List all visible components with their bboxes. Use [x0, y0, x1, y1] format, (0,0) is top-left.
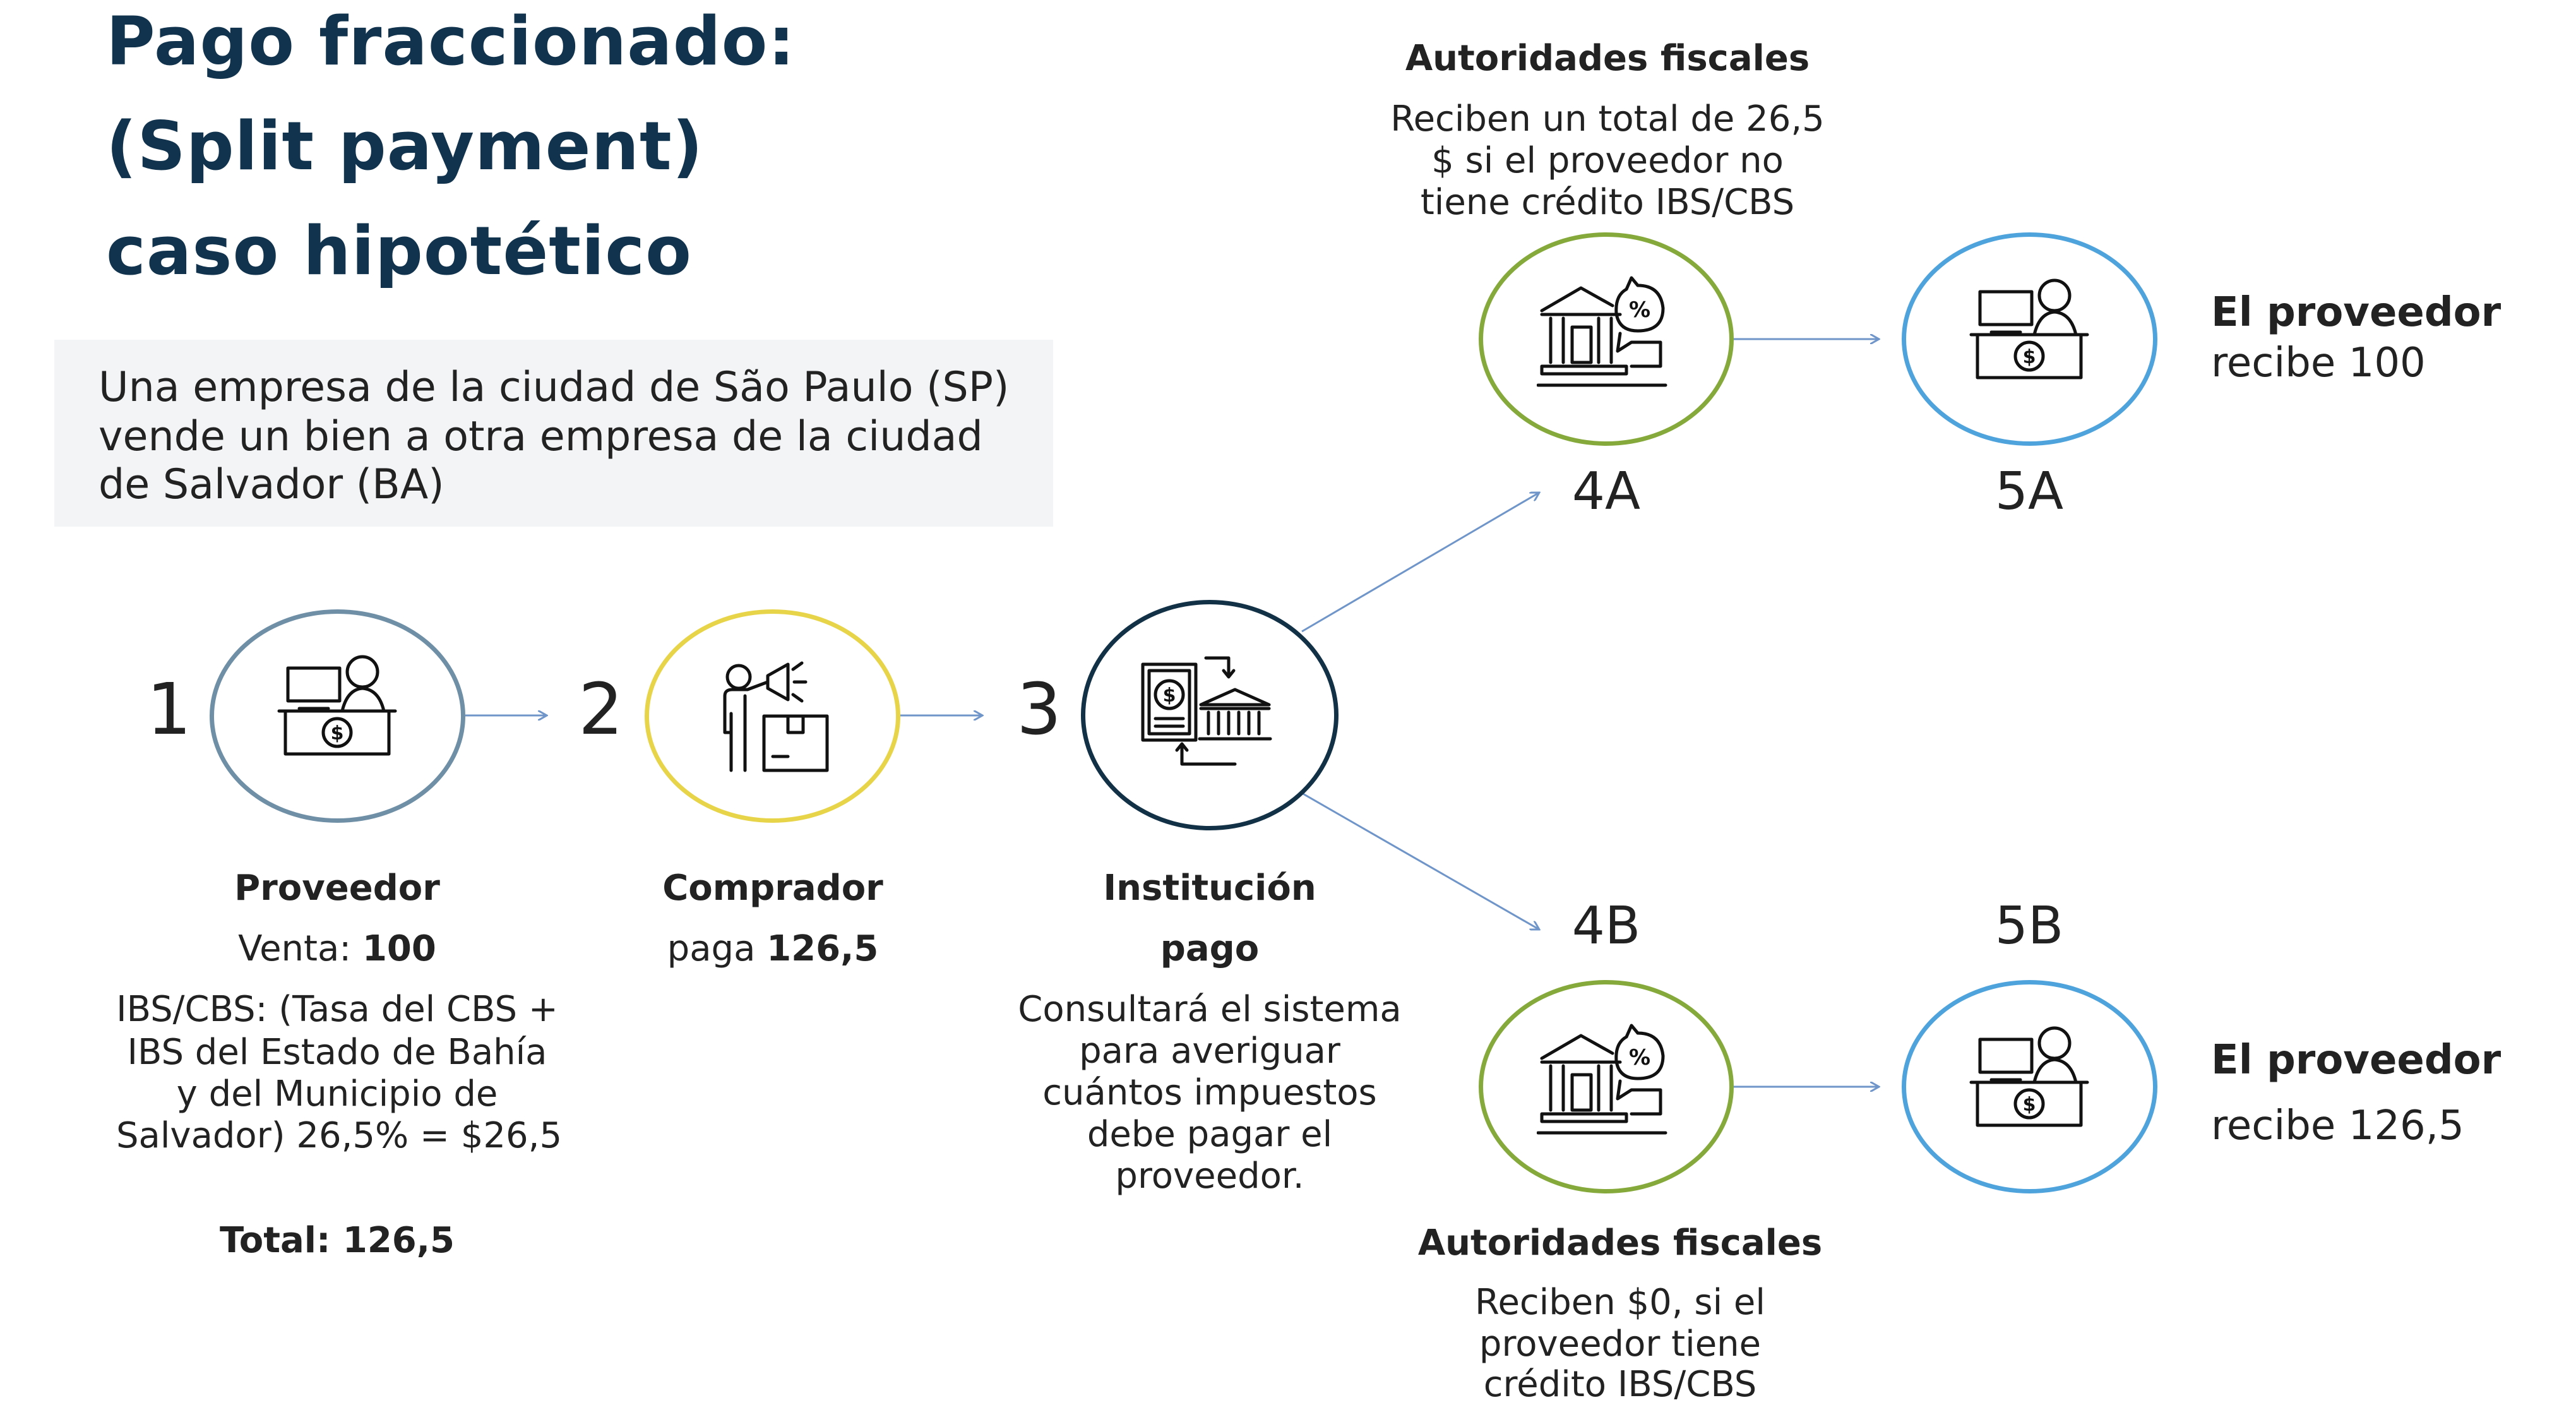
step-3-detail-3: cuántos impuestos — [1042, 1072, 1377, 1113]
step-3-detail-4: debe pagar el — [1087, 1114, 1333, 1155]
context-line-2: vende un bien a otra empresa de la ciuda… — [98, 413, 983, 460]
context-line-1: Una empresa de la ciudad de São Paulo (S… — [98, 364, 1010, 411]
step-4b-circle — [1479, 980, 1734, 1193]
step-1-detail-1: IBS/CBS: (Tasa del CBS + — [116, 989, 558, 1030]
step-4b-detail-2: proveedor tiene — [1479, 1324, 1762, 1365]
step-4b-tag: 4B — [1571, 896, 1641, 956]
svg-text:$: $ — [2023, 346, 2036, 368]
step-5b-line-1: El proveedor — [2211, 1037, 2501, 1084]
step-4b-detail-1: Reciben $0, si el — [1475, 1282, 1765, 1323]
svg-text:$: $ — [1163, 685, 1176, 707]
step-4a-detail-3: tiene crédito IBS/CBS — [1420, 182, 1795, 223]
step-2-pay-value: 126,5 — [766, 928, 879, 969]
step-3-label-1: Institución — [1103, 868, 1316, 909]
svg-text:$: $ — [331, 722, 344, 744]
cashier-icon: $ — [1969, 278, 2089, 380]
step-4a-heading: Autoridades fiscales — [1405, 38, 1810, 79]
arrow-3-to-4b — [1301, 792, 1539, 930]
step-5a-line-1: El proveedor — [2211, 289, 2501, 336]
step-1-number: 1 — [146, 669, 192, 751]
step-2-label: Comprador — [662, 868, 883, 909]
step-3-detail-5: proveedor. — [1115, 1156, 1304, 1197]
step-2-pay: paga 126,5 — [647, 928, 899, 969]
tax-authority-icon: % — [1537, 276, 1667, 387]
svg-text:$: $ — [2023, 1094, 2036, 1116]
step-1-sale-prefix: Venta: — [238, 928, 362, 969]
step-1-sale-value: 100 — [362, 928, 436, 969]
cashier-icon: $ — [277, 655, 397, 756]
step-3-detail-2: para averiguar — [1079, 1031, 1340, 1072]
cashier-icon: $ — [1969, 1026, 2089, 1127]
step-2-number: 2 — [578, 669, 624, 751]
step-3-detail-1: Consultará el sistema — [1018, 989, 1402, 1030]
step-4a-detail-1: Reciben un total de 26,5 — [1390, 99, 1825, 140]
step-4b-detail-3: crédito IBS/CBS — [1483, 1364, 1757, 1405]
title-line-3: caso hipotético — [106, 212, 692, 290]
step-1-circle — [210, 609, 465, 823]
svg-text:%: % — [1629, 297, 1650, 323]
step-3-number: 3 — [1017, 669, 1062, 751]
title-line-2: (Split payment) — [106, 107, 704, 185]
step-5a-line-2: recibe 100 — [2211, 340, 2426, 386]
arrow-3-to-4a — [1301, 493, 1539, 633]
step-3-label-2: pago — [1160, 928, 1260, 969]
step-5a-tag: 5A — [1995, 462, 2064, 522]
step-1-detail-2: IBS del Estado de Bahía — [127, 1032, 547, 1073]
buyer-megaphone-icon — [723, 661, 829, 772]
step-4a-circle — [1479, 232, 1734, 446]
step-5b-line-2: recibe 126,5 — [2211, 1103, 2464, 1149]
tax-authority-icon: % — [1537, 1024, 1667, 1135]
step-1-detail-4: Salvador) 26,5% = $26,5 — [116, 1115, 563, 1156]
step-4a-detail-2: $ si el proveedor no — [1431, 140, 1784, 181]
step-4b-heading: Autoridades fiscales — [1417, 1223, 1823, 1264]
step-1-detail-3: y del Municipio de — [176, 1073, 498, 1115]
step-5b-tag: 5B — [1995, 896, 2064, 956]
step-4a-tag: 4A — [1571, 462, 1641, 522]
context-line-3: de Salvador (BA) — [98, 461, 444, 508]
svg-text:%: % — [1629, 1045, 1650, 1070]
step-2-circle — [645, 609, 900, 823]
step-1-label: Proveedor — [234, 868, 440, 909]
step-1-sale: Venta: 100 — [211, 928, 463, 969]
payment-institution-icon: $ — [1141, 656, 1272, 766]
title-line-1: Pago fraccionado: — [106, 3, 796, 80]
context-box — [54, 340, 1053, 527]
step-5b-circle — [1902, 980, 2157, 1193]
step-5a-circle — [1902, 232, 2157, 446]
step-1-total: Total: 126,5 — [219, 1220, 455, 1261]
step-2-pay-prefix: paga — [667, 928, 767, 969]
